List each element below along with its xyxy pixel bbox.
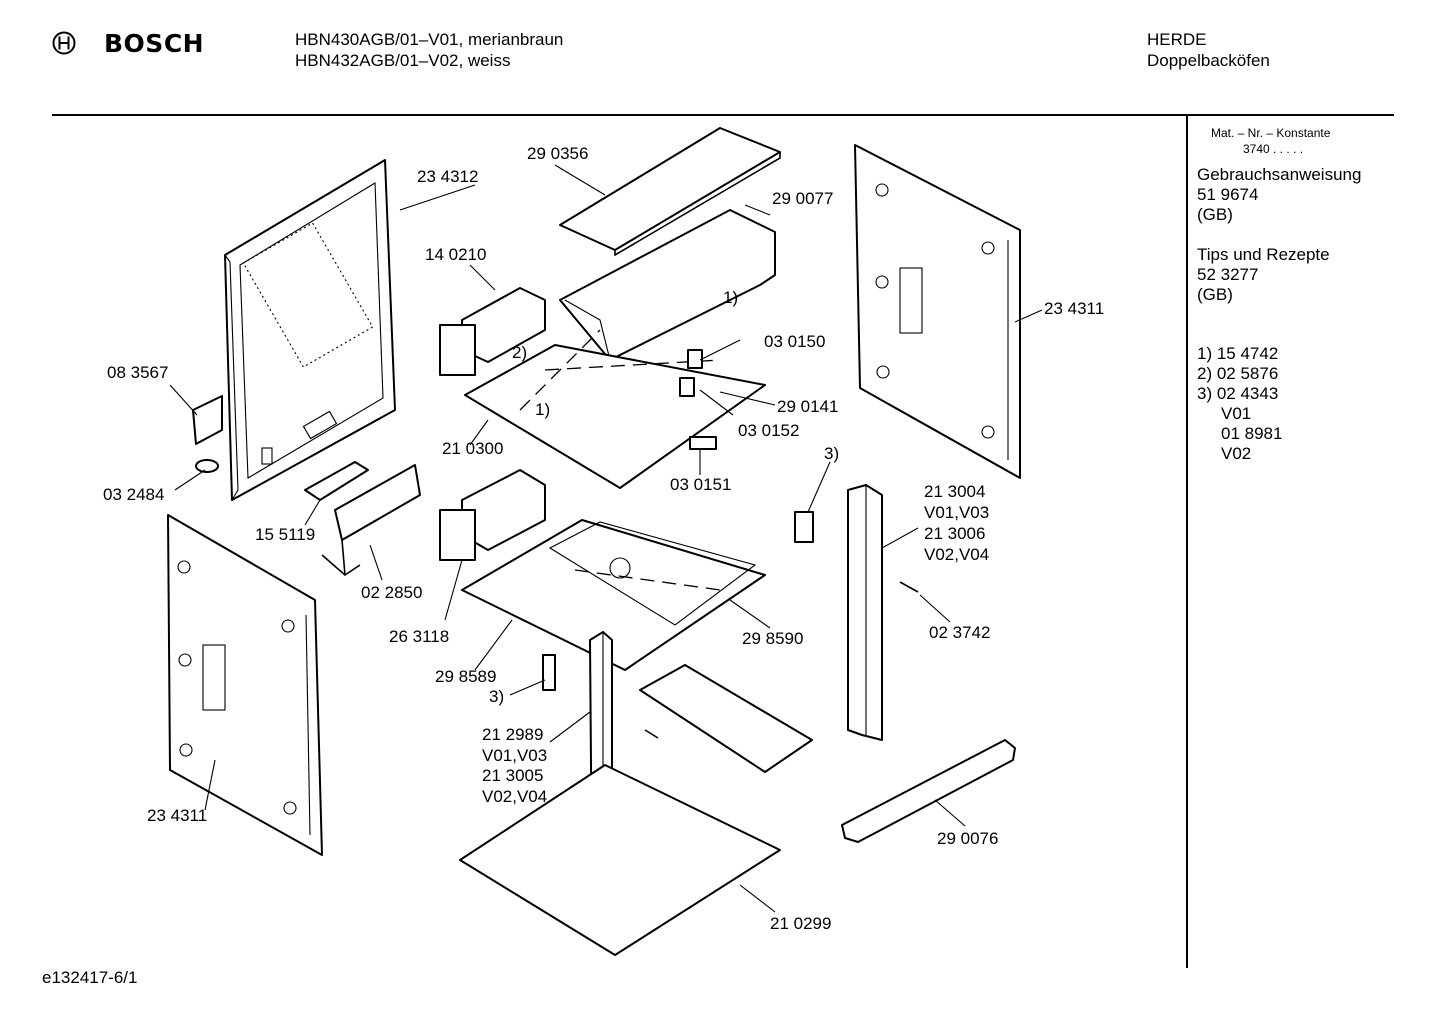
part-label-140210: 14 0210 [425, 245, 487, 264]
part-label-v0204-left: V02,V04 [482, 787, 548, 806]
note-2: 2) 02 5876 [1197, 364, 1279, 383]
part-label-083567: 08 3567 [107, 363, 169, 382]
part-label-298589: 29 8589 [435, 667, 497, 686]
screw-023742 [899, 581, 919, 593]
model-line-2: HBN432AGB/01–V02, weiss [295, 51, 511, 70]
screw-small [644, 729, 659, 739]
clip-3-lower [542, 654, 556, 691]
part-label-210300: 21 0300 [442, 439, 504, 458]
header-rule [52, 114, 1394, 116]
holder-155119 [304, 461, 369, 501]
note-4: V01 [1221, 404, 1252, 423]
side-panel-234311-left [167, 514, 323, 856]
part-label-298590: 29 8590 [742, 629, 804, 648]
base-plate-210299 [459, 764, 781, 956]
tips-lang: (GB) [1197, 285, 1233, 304]
part-label-023742: 02 3742 [929, 623, 991, 642]
manual-lang: (GB) [1197, 205, 1233, 224]
mat-nr-value: 3740 . . . . . [1243, 142, 1304, 156]
brand-name: BOSCH [104, 29, 205, 58]
motor-263118 [439, 469, 546, 561]
part-label-210299: 21 0299 [770, 914, 832, 933]
part-label-032484: 03 2484 [103, 485, 165, 504]
part-label-234311-right: 23 4311 [1044, 299, 1105, 318]
part-label-030152: 03 0152 [738, 421, 800, 440]
part-label-note3-upper: 3) [824, 444, 840, 463]
connector-030151 [689, 436, 717, 450]
part-label-290077: 29 0077 [772, 189, 834, 208]
shelf-298589 [461, 519, 766, 671]
part-label-022850: 02 2850 [361, 583, 423, 602]
side-panel-234312 [224, 159, 396, 501]
part-label-v0103-right: V01,V03 [924, 503, 990, 522]
trim-290076 [841, 739, 1016, 843]
part-label-v0204-right: V02,V04 [924, 545, 990, 564]
part-label-note1-upper: 1) [723, 288, 739, 307]
part-label-213006: 21 3006 [924, 524, 986, 543]
connector-030150 [687, 349, 703, 369]
tips-number: 52 3277 [1197, 265, 1259, 284]
note-3: 3) 02 4343 [1197, 384, 1279, 403]
side-panel-234311-right [854, 144, 1021, 479]
bracket-083567 [192, 395, 223, 445]
note-1: 1) 15 4742 [1197, 344, 1279, 363]
part-label-note2: 2) [512, 343, 528, 362]
rail-213004 [847, 484, 883, 741]
part-label-213005: 21 3005 [482, 766, 544, 785]
tray-pcb [639, 664, 813, 773]
bracket-022850 [334, 464, 421, 541]
part-label-290076: 29 0076 [937, 829, 999, 848]
part-label-212989: 21 2989 [482, 725, 544, 744]
subcategory: Doppelbacköfen [1147, 51, 1270, 70]
bosch-logo-icon [52, 31, 76, 60]
mat-nr-label: Mat. – Nr. – Konstante [1211, 126, 1331, 140]
motor-140210 [439, 287, 546, 376]
part-label-234312: 23 4312 [417, 167, 479, 186]
clip-3-upper [794, 511, 814, 543]
part-label-note3-lower: 3) [489, 687, 505, 706]
part-label-213004: 21 3004 [924, 482, 986, 501]
part-label-155119: 15 5119 [255, 525, 316, 544]
connector-030152 [679, 377, 695, 397]
part-label-note1-lower: 1) [535, 400, 551, 419]
clip-032484 [195, 459, 219, 473]
part-label-263118: 26 3118 [389, 627, 450, 646]
tips-title: Tips und Rezepte [1197, 245, 1330, 264]
sidebar-divider [1186, 116, 1188, 968]
model-line-1: HBN430AGB/01–V01, merianbraun [295, 30, 564, 49]
category: HERDE [1147, 30, 1207, 49]
note-5: 01 8981 [1221, 424, 1283, 443]
part-label-234311-left: 23 4311 [147, 806, 208, 825]
manual-title: Gebrauchsanweisung [1197, 165, 1362, 184]
drawing-id: e132417-6/1 [42, 968, 138, 987]
note-6: V02 [1221, 444, 1252, 463]
part-label-030150: 03 0150 [764, 332, 826, 351]
part-label-290141: 29 0141 [777, 397, 839, 416]
part-label-030151: 03 0151 [670, 475, 732, 494]
part-label-290356: 29 0356 [527, 144, 589, 163]
exploded-view-drawing [167, 127, 1043, 956]
shelf-298590 [548, 521, 757, 626]
manual-number: 51 9674 [1197, 185, 1259, 204]
part-label-v0103-left: V01,V03 [482, 746, 548, 765]
leader-lines [169, 164, 1043, 913]
